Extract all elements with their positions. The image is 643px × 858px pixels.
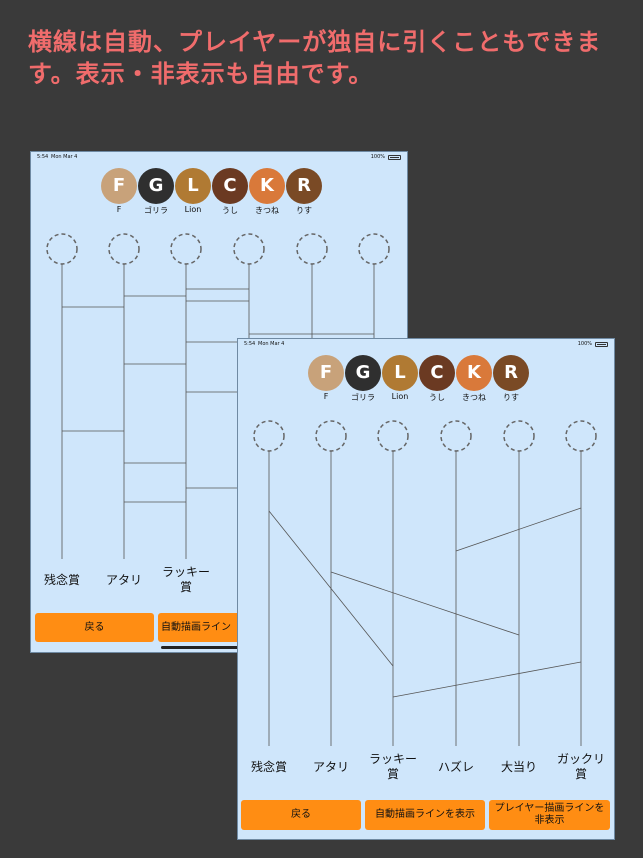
back-button[interactable]: 戻る [241,800,361,830]
player-2[interactable]: G ゴリラ [136,168,176,216]
status-bar: 5:54 Mon Mar 4 100% [238,339,614,351]
player-5[interactable]: K きつね [247,168,287,216]
avatar-glyph: L [394,362,406,383]
avatar-glyph: F [112,175,126,196]
start-circle-4[interactable] [233,233,265,265]
start-circle-1[interactable] [46,233,78,265]
prize-label-5: 大当り [500,760,537,774]
cow-icon: C [212,168,248,204]
prize-label-4: ハズレ [437,760,474,774]
avatar-glyph: C [223,175,237,196]
lion-icon: L [175,168,211,204]
headline: 横線は自動、プレイヤーが独自に引くこともできま す。表示・非表示も自由です。 [28,26,618,90]
gorilla-icon: G [345,355,381,391]
prize-label-6: ガックリ賞 [556,752,605,781]
headline-line-2: す。表示・非表示も自由です。 [28,60,374,88]
player-6[interactable]: R りす [284,168,324,216]
battery-icon [595,342,608,347]
avatar-glyph: F [319,362,333,383]
avatar-glyph: K [260,175,274,196]
status-battery-text: 100% [577,341,592,347]
start-circle-2[interactable] [108,233,140,265]
player-name: りす [296,206,312,215]
status-time: 5:54 [37,154,49,160]
start-circle-2[interactable] [315,420,347,452]
hide-player-lines-button[interactable]: プレイヤー描画ラインを非表示 [489,800,610,830]
fox-icon: K [249,168,285,204]
start-circle-3[interactable] [377,420,409,452]
start-circle-4[interactable] [440,420,472,452]
headline-line-1: 横線は自動、プレイヤーが独自に引くこともできま [28,28,602,56]
avatar-glyph: R [504,362,518,383]
show-auto-lines-button[interactable]: 自動描画ラインを表示 [365,800,485,830]
ladder-lines [253,420,597,746]
avatar-glyph: C [430,362,444,383]
prize-label-1: 残念賞 [43,573,80,587]
player-name: Lion [391,392,409,401]
player-3[interactable]: L Lion [380,355,420,401]
gorilla-icon: G [138,168,174,204]
start-circle-6[interactable] [565,420,597,452]
fox-icon: K [456,355,492,391]
player-5[interactable]: K きつね [454,355,494,403]
person-glasses-icon: F [308,355,344,391]
player-name: きつね [255,206,279,215]
player-6[interactable]: R りす [491,355,531,403]
prize-label-2: アタリ [105,573,142,587]
player-name: Lion [184,205,202,214]
person-glasses-icon: F [101,168,137,204]
start-circle-5[interactable] [296,233,328,265]
player-name: うし [222,206,238,215]
status-battery-text: 100% [370,154,385,160]
prize-label-2: アタリ [312,760,349,774]
player-name: ゴリラ [144,206,168,215]
player-4[interactable]: C うし [210,168,250,216]
player-name: きつね [462,393,486,402]
prize-label-3: ラッキー賞 [161,565,210,594]
avatar-glyph: G [355,362,371,383]
prize-label-1: 残念賞 [250,760,287,774]
status-date: Mon Mar 4 [258,341,285,347]
back-button[interactable]: 戻る [35,613,154,642]
home-indicator [161,646,271,649]
prize-label-3: ラッキー賞 [368,752,417,781]
start-circle-5[interactable] [503,420,535,452]
player-name: りす [503,393,519,402]
player-name: ゴリラ [351,393,375,402]
start-circle-1[interactable] [253,420,285,452]
avatar-glyph: L [187,175,199,196]
squirrel-icon: R [493,355,529,391]
player-line-1 [268,510,394,667]
player-3[interactable]: L Lion [173,168,213,214]
player-line-3 [455,507,582,552]
start-circle-3[interactable] [170,233,202,265]
avatar-glyph: K [467,362,481,383]
start-circle-6[interactable] [358,233,390,265]
avatar-glyph: G [148,175,164,196]
player-line-2 [330,571,520,636]
player-name: F [323,392,329,401]
battery-icon [388,155,401,160]
lion-icon: L [382,355,418,391]
avatar-glyph: R [297,175,311,196]
player-line-4 [392,661,582,698]
status-bar: 5:54 Mon Mar 4 100% [31,152,407,164]
cow-icon: C [419,355,455,391]
player-4[interactable]: C うし [417,355,457,403]
player-2[interactable]: G ゴリラ [343,355,383,403]
status-time: 5:54 [244,341,256,347]
status-date: Mon Mar 4 [51,154,78,160]
player-name: うし [429,393,445,402]
squirrel-icon: R [286,168,322,204]
player-name: F [116,205,122,214]
